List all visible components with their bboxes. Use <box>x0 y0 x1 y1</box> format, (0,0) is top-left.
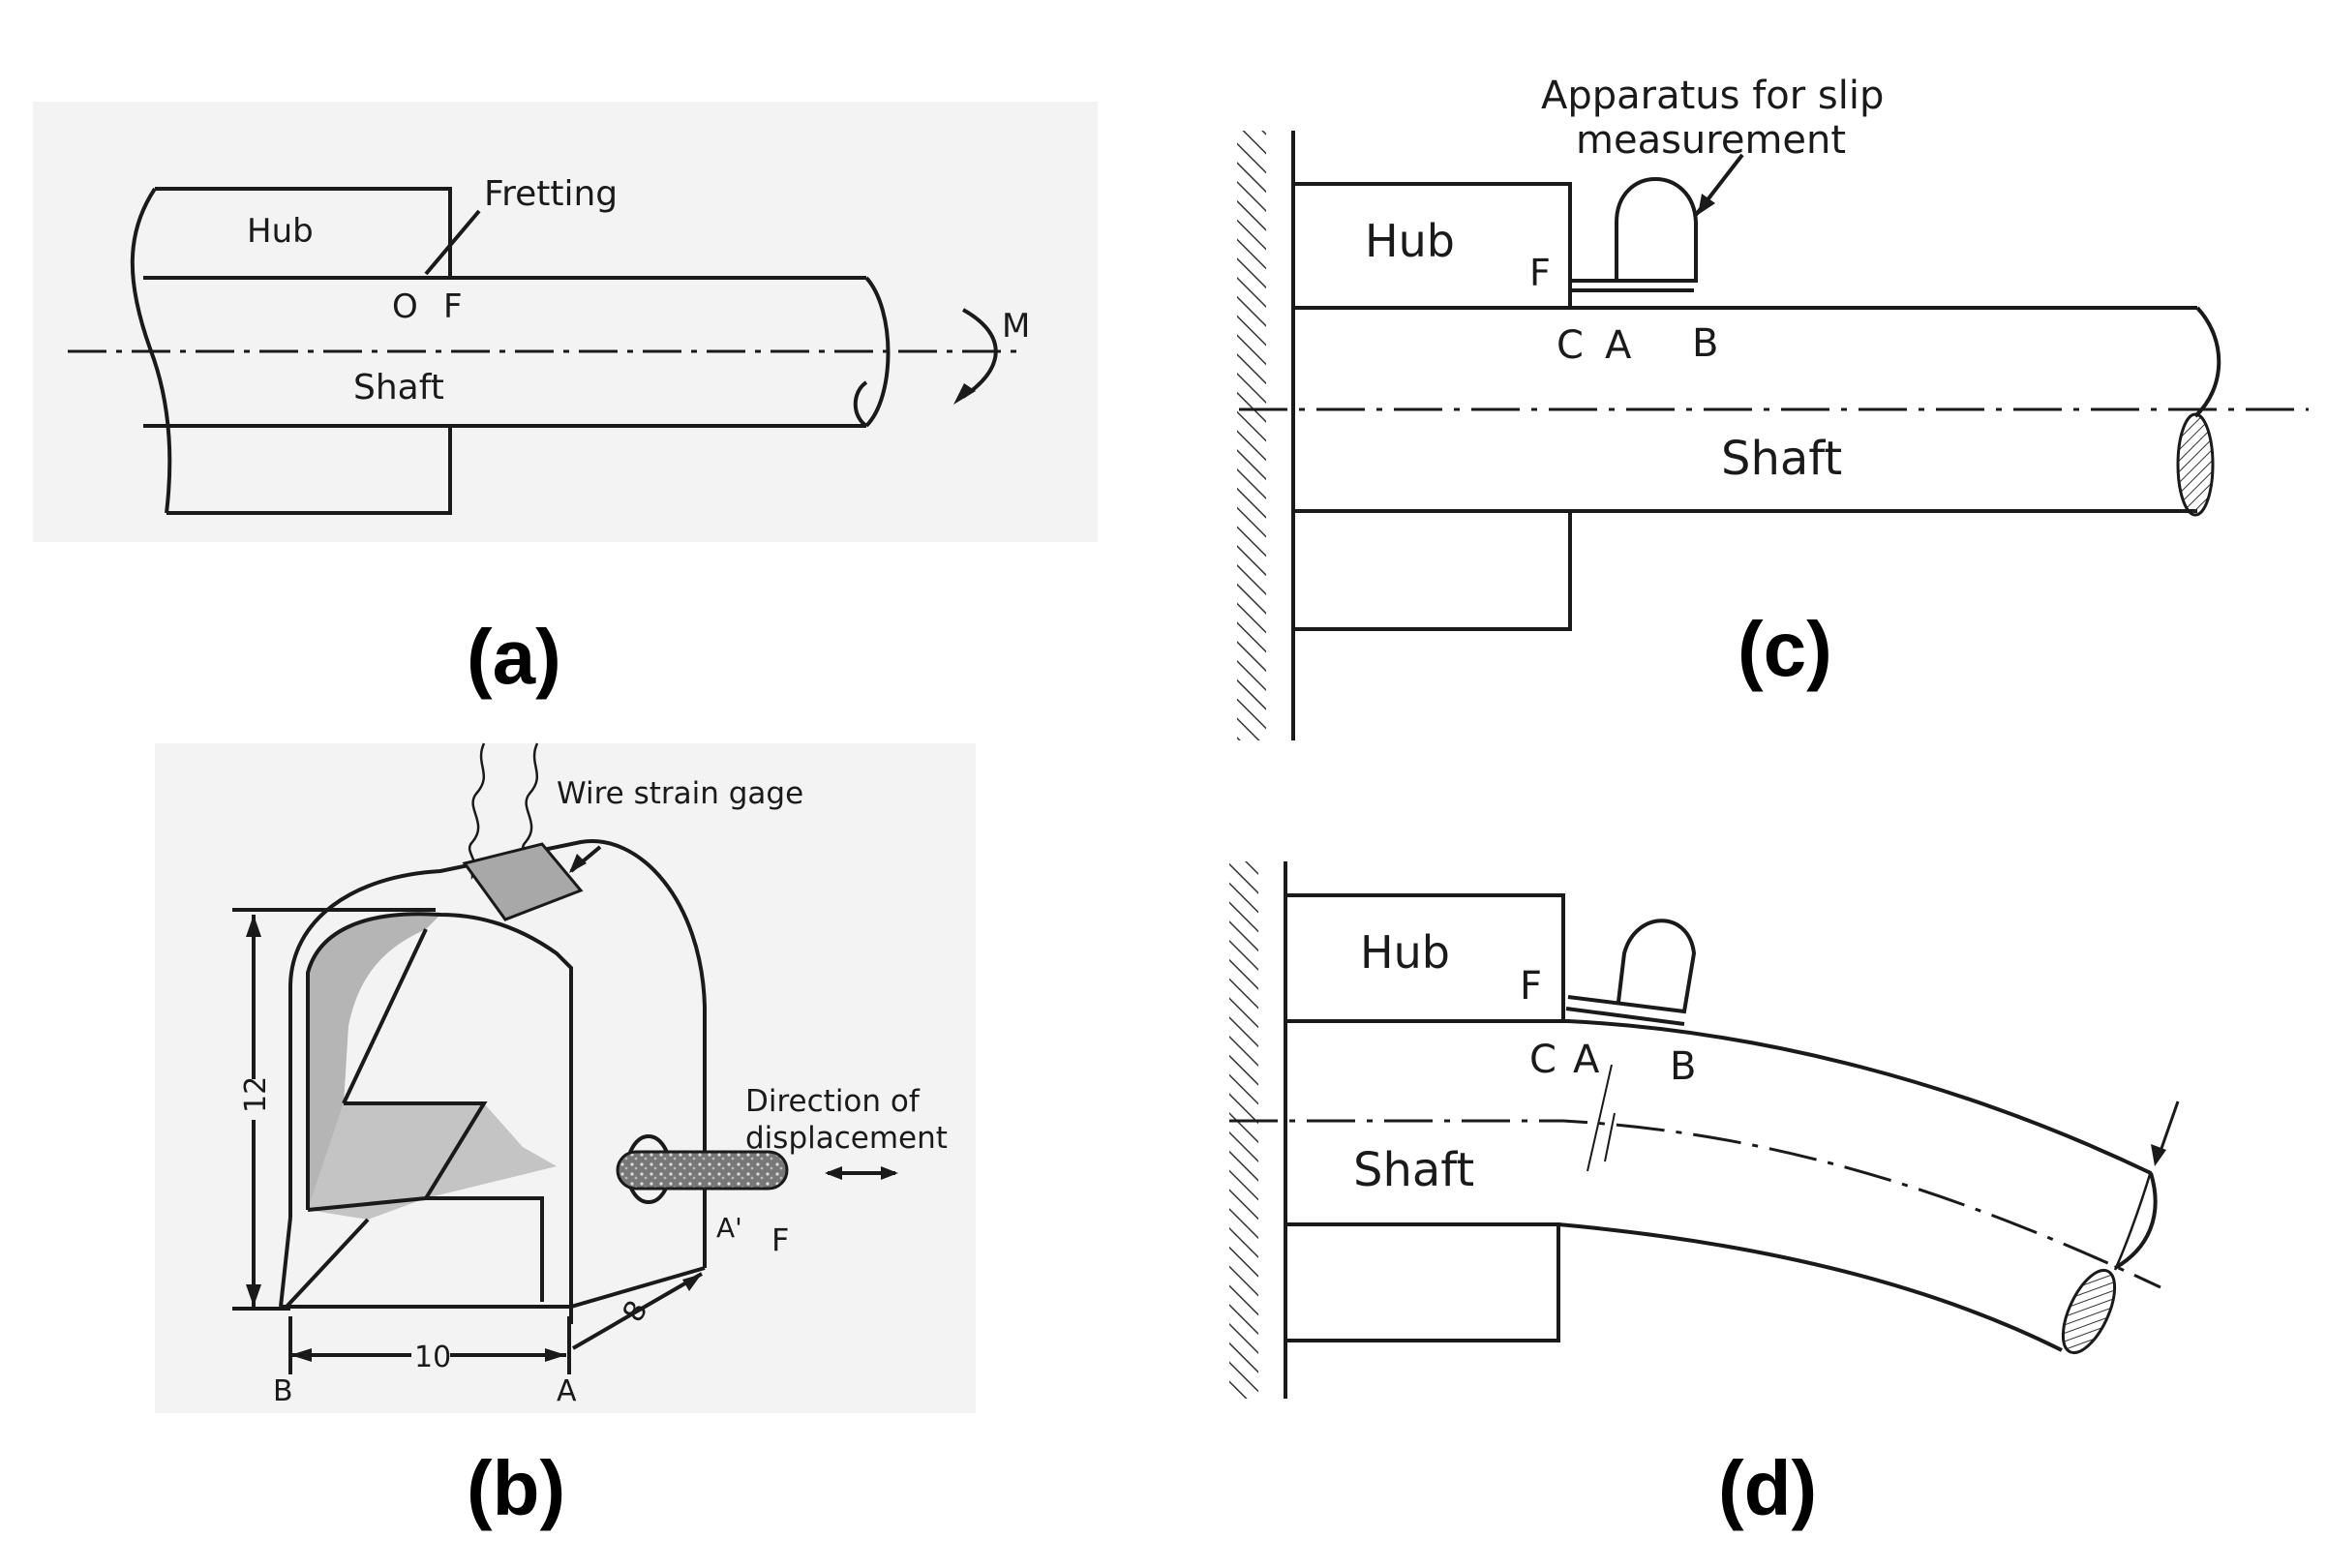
panel-a-fretting-leader <box>424 209 481 276</box>
panel-b-displacement-arrowhead-right <box>881 1166 898 1180</box>
panel-d-shaft-end <box>2114 1172 2158 1270</box>
panel-d-deflection-arrowhead <box>2151 1144 2166 1166</box>
panel-b-b-label: B <box>273 1374 293 1408</box>
panel-d-shaft-top <box>1285 1019 2152 1175</box>
panel-c-shaft-label: Shaft <box>1721 432 1842 486</box>
panel-d-hub-lower <box>1285 1222 1560 1342</box>
panel-c-hub-upper <box>1293 182 1572 308</box>
panel-b-inner-shading <box>308 914 440 1210</box>
panel-b-a-label: A <box>557 1374 577 1408</box>
panel-d-shaft-section <box>2061 1268 2117 1355</box>
panel-c-caption: (c) <box>1738 606 1832 692</box>
panel-d-apparatus <box>1565 919 1697 1026</box>
panel-b-inner-diagonal <box>342 928 428 1104</box>
panel-d-caption: (d) <box>1718 1445 1817 1531</box>
panel-c-c-label: C <box>1556 323 1584 368</box>
panel-b: Wire strain gage Direction of displaceme… <box>155 742 976 1531</box>
panel-b-inner-arch <box>306 912 573 1307</box>
panel-b-dim-8-arrow <box>682 1274 702 1291</box>
panel-a-moment-arrowhead <box>953 383 976 405</box>
panel-b-dim-10-arrow-left <box>290 1348 312 1362</box>
panel-d-hub-upper <box>1285 893 1565 1021</box>
panel-d-slip-lines <box>1587 1064 1616 1172</box>
panel-c-shaft-section <box>2176 412 2215 517</box>
panel-d-deflection-line <box>2113 1170 2153 1271</box>
panel-b-outer-arch <box>288 839 707 1268</box>
panel-b-floor-lines <box>307 1101 544 1302</box>
panel-b-displacement-arrowhead-left <box>825 1166 842 1180</box>
panel-b-dim-10-label: 10 <box>414 1341 451 1374</box>
panel-d-shaft-bottom <box>1285 1222 2063 1352</box>
panel-b-dim-10-gap <box>411 1341 450 1370</box>
panel-b-gage-label: Wire strain gage <box>557 776 803 811</box>
panel-a-m-label: M <box>1002 307 1030 346</box>
panel-b-dim-8-line <box>571 1272 704 1350</box>
panel-d-centerline <box>1229 1119 2161 1289</box>
panel-a-background <box>33 102 1098 542</box>
panel-c-apparatus-label-1: Apparatus for slip <box>1541 74 1884 118</box>
panel-d-a-label: A <box>1573 1038 1600 1082</box>
panel-a-break-line <box>130 187 172 514</box>
panel-d-shaft-label: Shaft <box>1353 1143 1474 1197</box>
panel-c-a-label: A <box>1605 323 1632 368</box>
panel-b-base <box>279 1217 706 1324</box>
panel-a-shaft-end <box>853 276 891 428</box>
panel-c-b-label: B <box>1692 321 1718 366</box>
panel-a-hub-label: Hub <box>247 212 314 251</box>
panel-d-c-label: C <box>1529 1038 1556 1082</box>
panel-b-direction-label-2: displacement <box>745 1121 948 1156</box>
panel-b-dim-12-gap <box>242 1079 265 1120</box>
panel-b-caption: (b) <box>467 1445 565 1531</box>
panel-a-fretting-label: Fretting <box>484 174 618 214</box>
panel-d-f-label: F <box>1520 964 1542 1009</box>
panel-b-pin-shaft <box>616 1150 789 1191</box>
panel-c-hub-label: Hub <box>1365 215 1455 267</box>
panel-c-shaft-end <box>2193 306 2221 418</box>
panel-b-strain-gage <box>462 842 584 921</box>
panel-b-dim-10-arrow-right <box>545 1348 566 1362</box>
panel-c-f-label: F <box>1529 252 1551 294</box>
panel-c: Apparatus for slip measurement Hub F C A… <box>1237 74 2309 740</box>
panel-c-hub-lower <box>1293 509 1572 631</box>
panel-a-caption: (a) <box>467 614 561 700</box>
panel-c-apparatus-label-2: measurement <box>1576 118 1846 163</box>
panel-b-a-prime-label: A' <box>716 1212 742 1244</box>
panel-c-apparatus <box>1570 177 1698 292</box>
panel-a: Hub Fretting O F Shaft M (a) <box>33 102 1098 700</box>
panel-a-shaft-label: Shaft <box>353 368 444 407</box>
panel-d-deflection-pointer <box>2157 1101 2180 1158</box>
panel-d: Hub F C A B Shaft (d) <box>1229 861 2180 1531</box>
panel-b-gage-arrowhead <box>569 854 587 873</box>
panel-b-dim-12-label: 12 <box>239 1076 273 1113</box>
panel-b-floor-shading <box>308 1103 557 1220</box>
panel-b-f-label: F <box>771 1221 789 1258</box>
panel-b-dim-12-arrow-bottom <box>246 1284 261 1307</box>
panel-b-dim-12-arrow-top <box>246 915 261 937</box>
panel-a-f-label: F <box>443 287 463 326</box>
panel-d-hub-label: Hub <box>1360 926 1450 979</box>
panel-b-direction-label-1: Direction of <box>745 1084 921 1119</box>
panel-a-o-label: O <box>392 287 418 326</box>
panel-d-b-label: B <box>1670 1044 1696 1089</box>
panel-c-apparatus-arrowhead <box>1698 194 1715 215</box>
